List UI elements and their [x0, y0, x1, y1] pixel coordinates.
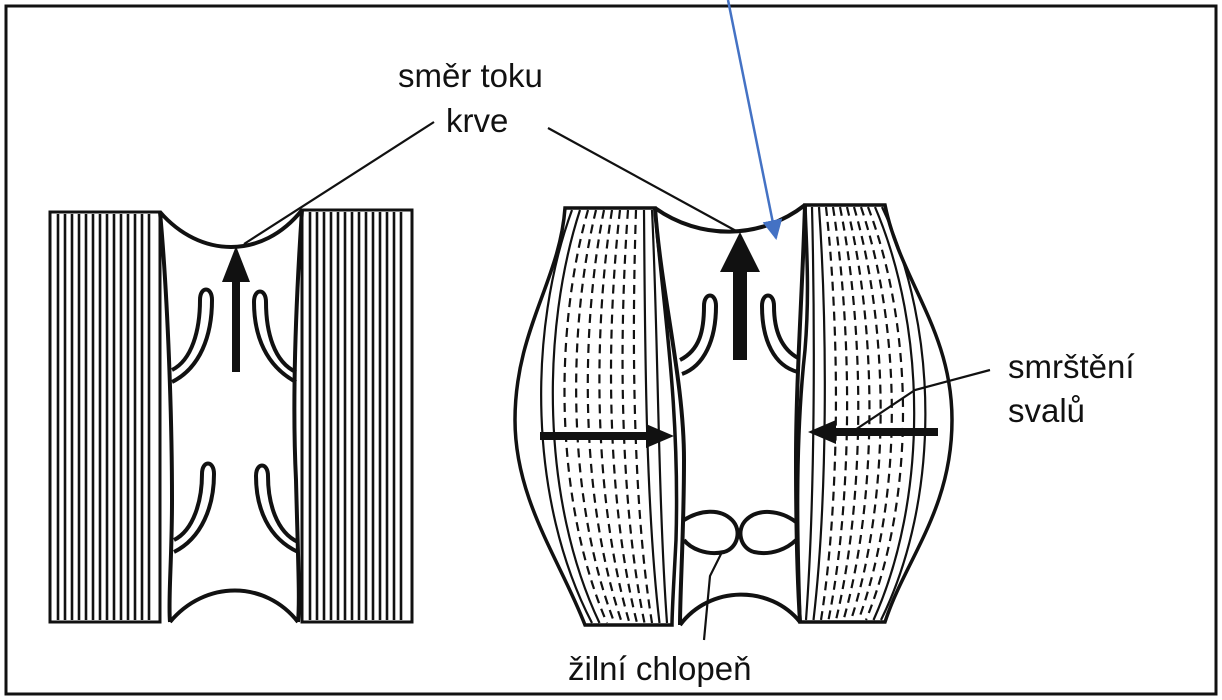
- label-valve: žilní chlopeň: [568, 650, 751, 687]
- label-contraction-line2: svalů: [1008, 392, 1085, 429]
- label-flow-line2: krve: [446, 102, 508, 139]
- label-contraction-line1: smrštění: [1008, 348, 1135, 385]
- label-flow-line1: směr toku: [398, 57, 543, 94]
- left-muscle-block-relaxed: [50, 212, 160, 622]
- right-muscle-block-relaxed: [302, 210, 412, 622]
